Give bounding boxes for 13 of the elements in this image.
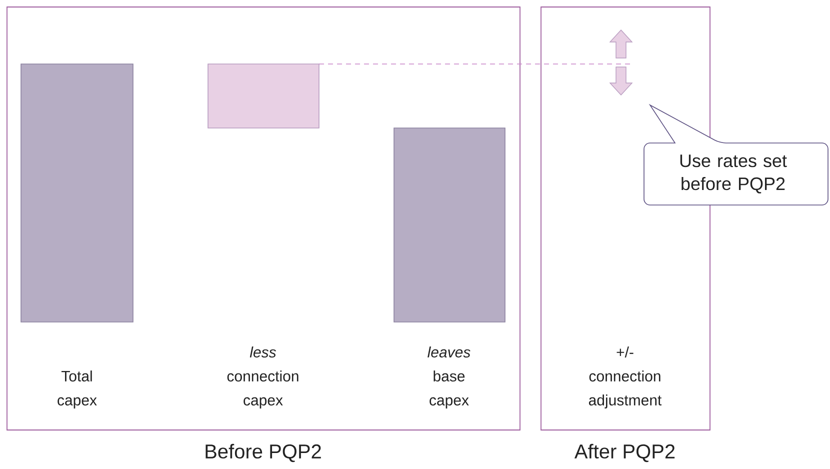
up-down-arrows-icon [609,29,633,96]
bar [20,64,134,322]
node-label: Use rates set before PQP2 [680,154,787,194]
column-label: less connection capex [227,346,298,408]
column-label: Total capex [58,370,97,408]
column-label: +/- connection adjustment [588,346,662,408]
panel-heading: After PQP2 [574,444,675,462]
bar [208,64,320,128]
column-label: leaves base capex [428,346,470,408]
panel [6,6,520,430]
panel-heading: Before PQP2 [206,444,321,462]
bar [394,128,506,322]
speech-bubble: Use rates set before PQP2 [644,104,828,206]
